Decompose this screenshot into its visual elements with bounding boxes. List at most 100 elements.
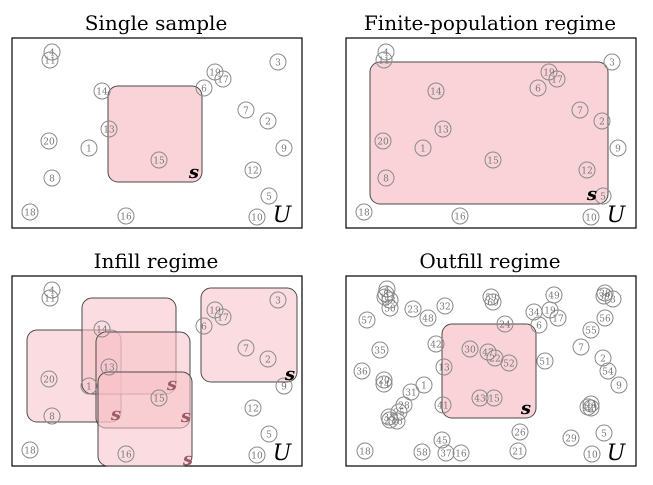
unit-circle xyxy=(100,120,118,138)
unit-label: 23 xyxy=(407,305,419,315)
unit-circle xyxy=(435,358,453,376)
sample-region xyxy=(369,61,609,205)
unit-circle xyxy=(375,51,393,69)
unit-circle xyxy=(244,399,262,417)
unit-circle xyxy=(479,343,497,361)
unit-label: 57 xyxy=(361,316,373,326)
unit-label: 7 xyxy=(243,106,249,116)
unit-label: 14 xyxy=(96,87,108,97)
unit-label: 9 xyxy=(615,144,621,154)
population-unit: 20 xyxy=(40,132,58,150)
unit-label: 15 xyxy=(488,394,500,404)
population-unit: 4 xyxy=(378,280,396,298)
unit-label: 1 xyxy=(86,144,92,154)
population-unit: 7 xyxy=(237,339,255,357)
population-unit: 36 xyxy=(353,362,371,380)
population-unit: 5 xyxy=(260,187,278,205)
unit-circle xyxy=(375,371,393,389)
unit-circle xyxy=(371,341,389,359)
population-unit: 18 xyxy=(21,441,39,459)
population-unit: 11 xyxy=(375,51,393,69)
population-unit: 1 xyxy=(80,139,98,157)
unit-circle xyxy=(275,139,293,157)
population-unit: 21 xyxy=(509,442,527,460)
population-unit: 23 xyxy=(404,300,422,318)
population-unit: 9 xyxy=(610,376,628,394)
population-unit: 6 xyxy=(529,79,547,97)
unit-label: 35 xyxy=(374,346,386,356)
population-unit: 8 xyxy=(43,407,61,425)
population-unit: 4 xyxy=(377,43,395,61)
unit-circle xyxy=(80,139,98,157)
unit-circle xyxy=(583,445,601,463)
population-unit: 9 xyxy=(275,377,293,395)
unit-label: 8 xyxy=(49,412,55,422)
unit-circle xyxy=(427,82,445,100)
unit-circle xyxy=(427,335,445,353)
unit-circle xyxy=(540,63,558,81)
population-unit: 10 xyxy=(582,208,600,226)
sample-label: s xyxy=(182,449,193,470)
unit-circle xyxy=(530,316,548,334)
unit-circle xyxy=(117,207,135,225)
population-unit: 16 xyxy=(451,207,469,225)
universe-label: U xyxy=(607,441,627,466)
unit-circle xyxy=(594,349,612,367)
unit-label: 18 xyxy=(24,208,36,218)
population-unit: 30 xyxy=(461,340,479,358)
population-unit: 14 xyxy=(93,82,111,100)
unit-label: 19 xyxy=(209,68,221,78)
unit-label: 10 xyxy=(586,450,598,460)
unit-circle xyxy=(100,358,118,376)
unit-label: 6 xyxy=(201,84,207,94)
population-unit: 6 xyxy=(530,316,548,334)
unit-label: 29 xyxy=(565,434,577,444)
population-unit: 3 xyxy=(269,53,287,71)
unit-circle xyxy=(461,340,479,358)
unit-circle xyxy=(377,43,395,61)
unit-circle xyxy=(43,169,61,187)
unit-circle xyxy=(150,389,168,407)
population-unit: 50 xyxy=(381,299,399,317)
population-unit: 14 xyxy=(93,320,111,338)
unit-label: 3 xyxy=(275,296,281,306)
unit-label: 16 xyxy=(120,212,132,222)
unit-circle xyxy=(485,389,503,407)
population-unit: 15 xyxy=(485,389,503,407)
panel-title: Single sample xyxy=(85,11,228,35)
unit-label: 13 xyxy=(103,363,115,373)
population-unit: 20 xyxy=(40,370,58,388)
sample-region xyxy=(107,85,203,183)
unit-circle xyxy=(529,79,547,97)
unit-circle xyxy=(578,161,596,179)
unit-circle xyxy=(434,396,452,414)
population-unit: 8 xyxy=(377,169,395,187)
universe-label: U xyxy=(607,203,627,228)
population-unit: 42 xyxy=(427,335,445,353)
sample-label: s xyxy=(520,398,531,419)
population-unit: 6 xyxy=(195,79,213,97)
unit-label: 4 xyxy=(383,48,389,58)
unit-label: 10 xyxy=(251,451,263,461)
unit-circle xyxy=(582,399,600,417)
unit-label: 2 xyxy=(265,117,271,127)
unit-label: 16 xyxy=(455,449,467,459)
unit-circle xyxy=(415,376,433,394)
unit-circle xyxy=(451,207,469,225)
population-unit: 4 xyxy=(43,43,61,61)
unit-label: 8 xyxy=(383,290,389,300)
unit-circle xyxy=(582,208,600,226)
unit-label: 44 xyxy=(585,400,597,410)
sample-label: s xyxy=(188,162,199,183)
unit-circle xyxy=(353,362,371,380)
unit-label: 5 xyxy=(600,192,606,202)
population-unit: 15 xyxy=(150,389,168,407)
unit-circle xyxy=(21,203,39,221)
population-unit: 29 xyxy=(562,429,580,447)
population-unit: 47 xyxy=(479,343,497,361)
panel: Finite-population regime1234567891011121… xyxy=(345,11,637,229)
unit-circle xyxy=(40,132,58,150)
unit-circle xyxy=(595,424,613,442)
panel: Infill regime123456789101112131415161718… xyxy=(11,249,303,470)
unit-circle xyxy=(206,63,224,81)
